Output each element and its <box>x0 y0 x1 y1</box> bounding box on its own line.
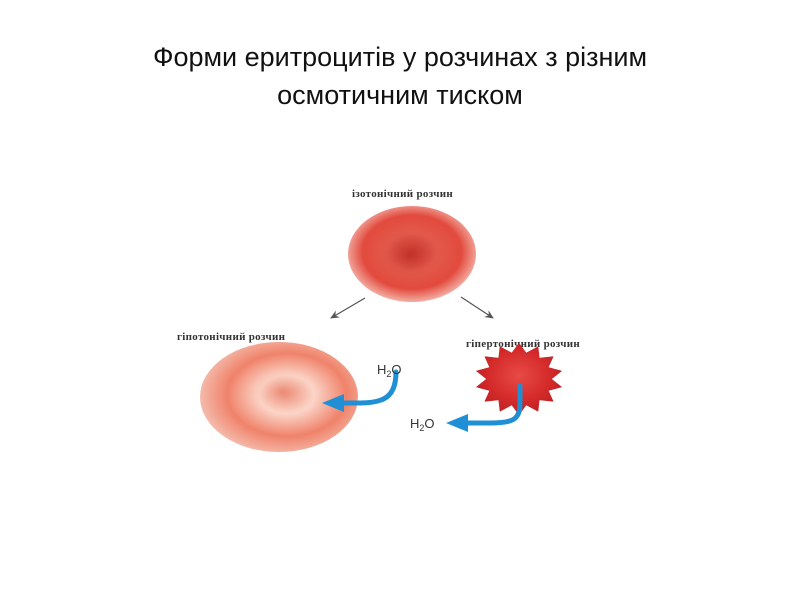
hypertonic-label: гіпертонічний розчин <box>466 338 581 350</box>
water-label-inflow: H2O <box>377 362 402 379</box>
water-label-outflow: H2O <box>410 416 435 433</box>
hypotonic-erythrocyte <box>200 342 358 452</box>
svg-text:H2O: H2O <box>410 416 435 433</box>
svg-text:H2O: H2O <box>377 362 402 379</box>
water-inflow-arrow <box>322 369 399 412</box>
water-outflow-arrow <box>446 383 523 432</box>
title-line-1: Форми еритроцитів у розчинах з різним <box>152 42 648 72</box>
hypotonic-label: гіпотонічний розчин <box>177 331 286 343</box>
arrow-to-hypotonic <box>330 297 366 319</box>
isotonic-erythrocyte <box>348 206 476 302</box>
title-line-2: осмотичним тиском <box>277 80 523 110</box>
slide-title: Форми еритроцитів у розчинах з різним ос… <box>0 38 800 114</box>
arrow-to-hypertonic <box>460 296 494 319</box>
isotonic-label: ізотонічний розчин <box>352 188 453 200</box>
